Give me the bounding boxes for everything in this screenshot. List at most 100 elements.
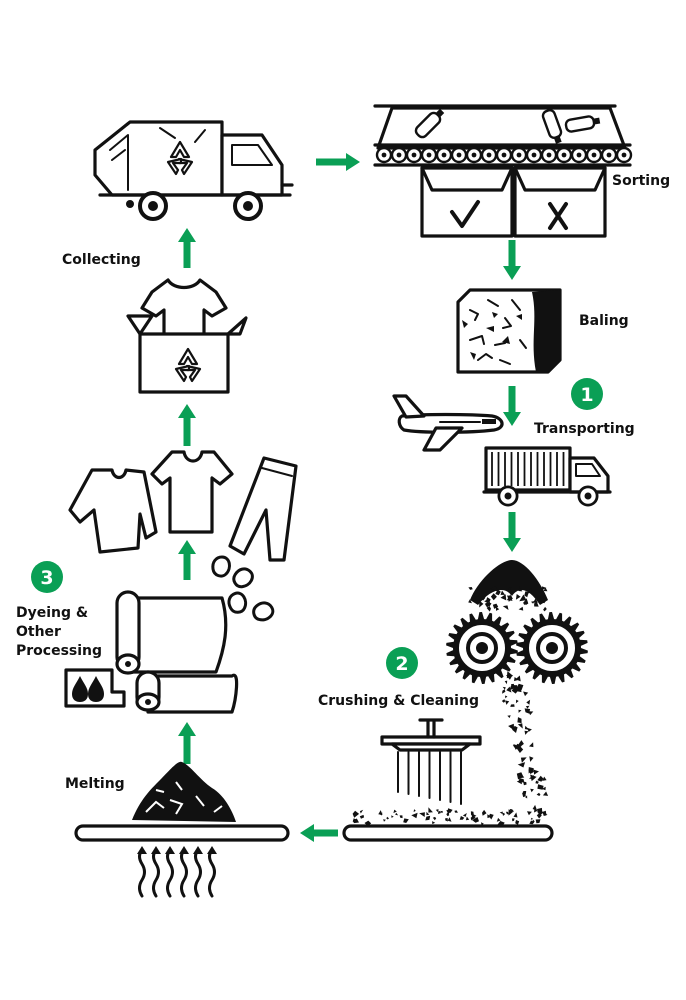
washed-chip — [530, 817, 534, 820]
falling-chip — [525, 705, 530, 709]
badge-3: 3 — [31, 561, 63, 593]
crush-chip — [468, 587, 473, 590]
falling-chip — [505, 695, 508, 699]
falling-chip — [528, 775, 535, 779]
flow-arrow — [316, 153, 360, 171]
washed-chip — [502, 812, 505, 816]
washed-chip — [403, 818, 409, 823]
falling-chip — [515, 675, 521, 682]
falling-chip — [533, 769, 539, 775]
washed-chip — [447, 808, 453, 813]
conveyor-roller — [510, 146, 528, 164]
label-dyeing-line3: Processing — [16, 643, 102, 659]
washed-chip — [427, 816, 431, 819]
falling-chip — [518, 778, 525, 783]
crusher-icon — [446, 560, 588, 824]
falling-chip — [507, 715, 511, 718]
washed-chip — [438, 810, 441, 815]
crush-chip — [481, 596, 486, 601]
flow-arrows — [178, 153, 521, 842]
crush-chip — [518, 586, 523, 592]
falling-chip — [527, 811, 532, 816]
washed-chip — [482, 809, 487, 816]
crush-chip — [479, 600, 484, 608]
washed-chip — [459, 816, 465, 820]
wash-belt-icon — [342, 806, 554, 842]
crush-chip — [474, 595, 481, 600]
fabric-roll-icon — [115, 590, 239, 714]
falling-chip — [537, 778, 541, 782]
crush-chip — [474, 592, 480, 599]
heat-arrow — [177, 844, 191, 898]
washed-chip — [364, 820, 372, 827]
crusher-gear-axle — [476, 642, 488, 654]
label-dyeing-line1: Dyeing & — [16, 605, 88, 621]
falling-chip — [535, 780, 539, 784]
crush-chip — [490, 586, 498, 592]
dye-drops-icon — [64, 668, 126, 708]
crush-chip — [527, 588, 532, 594]
svg-text:2: 2 — [395, 653, 408, 675]
conveyor-roller — [405, 146, 423, 164]
falling-chip — [506, 686, 512, 693]
falling-chip — [509, 685, 518, 691]
washed-chip — [383, 819, 386, 822]
label-crushing-cleaning: Crushing & Cleaning — [318, 693, 479, 709]
heat-arrow — [205, 844, 219, 898]
washed-chip — [534, 806, 538, 813]
falling-chip — [542, 776, 547, 781]
crush-chip — [543, 587, 548, 592]
falling-chip — [524, 708, 531, 714]
washed-chip — [515, 820, 520, 825]
heat-arrow — [191, 844, 205, 898]
falling-chip — [510, 704, 515, 707]
washed-chip — [428, 807, 433, 813]
washed-chip — [393, 809, 397, 814]
crush-chip — [519, 594, 527, 602]
conveyor-roller — [375, 146, 393, 164]
conveyor-belt-icon — [373, 104, 633, 238]
label-sorting: Sorting — [612, 173, 670, 189]
melting-belt-icon — [74, 761, 290, 842]
crush-chip — [486, 605, 491, 612]
svg-text:1: 1 — [580, 384, 593, 406]
washed-chip — [472, 817, 479, 823]
crush-chip — [495, 589, 501, 596]
washed-chip — [352, 818, 357, 823]
washed-chip — [445, 818, 448, 822]
cargo-truck-icon — [482, 446, 612, 507]
washed-chip — [508, 809, 513, 816]
washed-chip — [413, 809, 416, 812]
washed-chip — [395, 812, 399, 816]
washed-chip — [352, 810, 360, 818]
washed-chip — [532, 819, 535, 823]
falling-chip — [495, 670, 502, 676]
washed-chip — [536, 812, 542, 819]
crush-chip — [518, 606, 524, 611]
crush-chip — [534, 601, 539, 607]
falling-chip — [522, 791, 526, 794]
conveyor-roller — [555, 146, 573, 164]
crush-chip — [543, 606, 547, 612]
crush-chip — [536, 596, 541, 600]
falling-chip — [504, 680, 508, 685]
badge-1: 1 — [571, 378, 603, 410]
conveyor-roller — [585, 146, 603, 164]
washed-chip — [446, 812, 450, 817]
conveyor-roller — [465, 146, 483, 164]
crush-chip — [502, 605, 509, 610]
crush-chip — [524, 591, 529, 598]
washed-chip — [435, 809, 439, 813]
falling-chip — [518, 740, 524, 747]
crush-chip — [542, 586, 547, 591]
falling-chip — [537, 775, 544, 782]
conveyor-roller — [420, 146, 438, 164]
falling-chip — [508, 723, 515, 731]
washed-chip — [391, 815, 394, 818]
falling-chip — [502, 689, 506, 694]
falling-chip — [517, 723, 523, 729]
crush-chip — [507, 586, 512, 591]
falling-chip — [537, 784, 544, 790]
label-transporting: Transporting — [534, 421, 635, 437]
flow-arrow — [178, 228, 196, 268]
